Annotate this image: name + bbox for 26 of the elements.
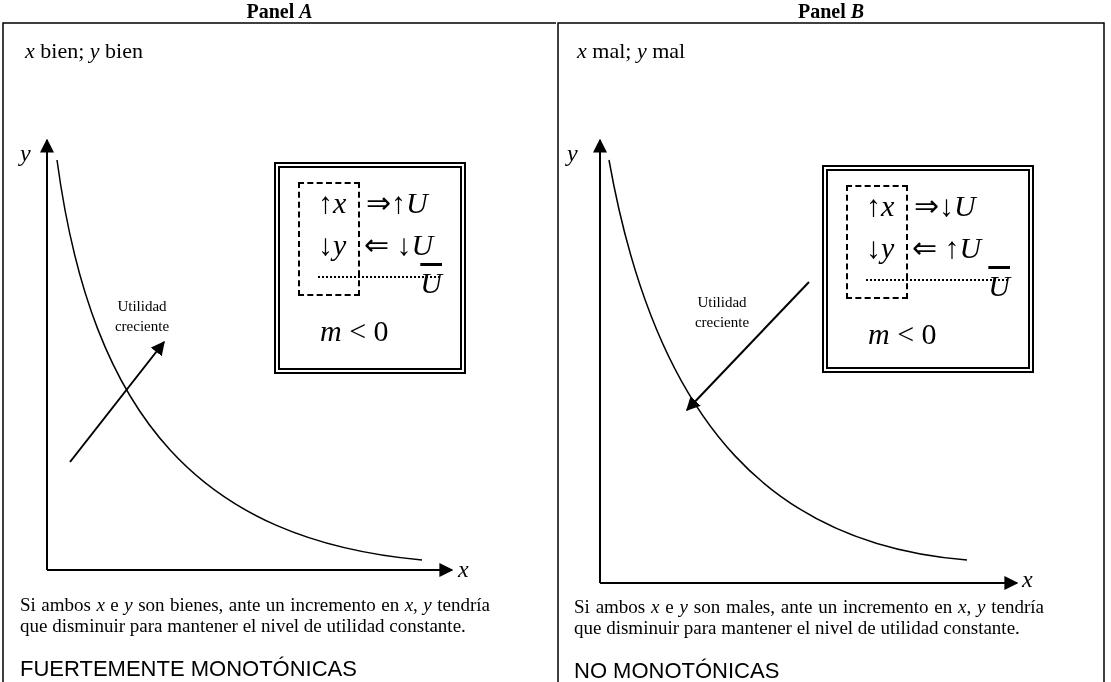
annotation-text: Utilidad creciente bbox=[693, 293, 751, 332]
formula-text: m < 0 bbox=[868, 319, 937, 349]
formula-box bbox=[822, 165, 1034, 373]
panel-heading: Panel B bbox=[796, 0, 866, 23]
panel-subtitle: x bien; y bien bbox=[25, 38, 143, 64]
axis-label: x bbox=[458, 556, 469, 583]
panel-heading: Panel A bbox=[245, 0, 314, 23]
axis-label: y bbox=[567, 140, 578, 167]
conclusion-text: FUERTEMENTE MONOTÓNICAS bbox=[20, 658, 357, 680]
formula-text: ↓y bbox=[318, 230, 347, 260]
annotation-text: Utilidad creciente bbox=[113, 297, 171, 336]
formula-text: ↓y bbox=[866, 233, 895, 263]
formula-text: ⇐ ↑U bbox=[912, 233, 982, 263]
description-text: Si ambos x e y son bienes, ante un incremento en x, y tendría que disminuir para mantener el nivel de utilidad constante. bbox=[20, 594, 490, 636]
formula-text: ↑x bbox=[866, 191, 895, 221]
axis-label: y bbox=[20, 140, 31, 167]
formula-text: ⇒↓U bbox=[914, 191, 976, 221]
conclusion-text: NO MONOTÓNICAS bbox=[574, 660, 780, 682]
panel-subtitle: x mal; y mal bbox=[577, 38, 686, 64]
formula-text: m < 0 bbox=[320, 316, 389, 346]
formula-text: ⇐ ↓U bbox=[364, 230, 434, 260]
description-text: Si ambos x e y son males, ante un incremento en x, y tendría que disminuir para mantener el nivel de utilidad constante. bbox=[574, 596, 1044, 638]
formula-box bbox=[274, 162, 466, 374]
axis-label: x bbox=[1022, 566, 1033, 593]
formula-text: ⇒↑U bbox=[366, 188, 428, 218]
formula-text: ↑x bbox=[318, 188, 347, 218]
